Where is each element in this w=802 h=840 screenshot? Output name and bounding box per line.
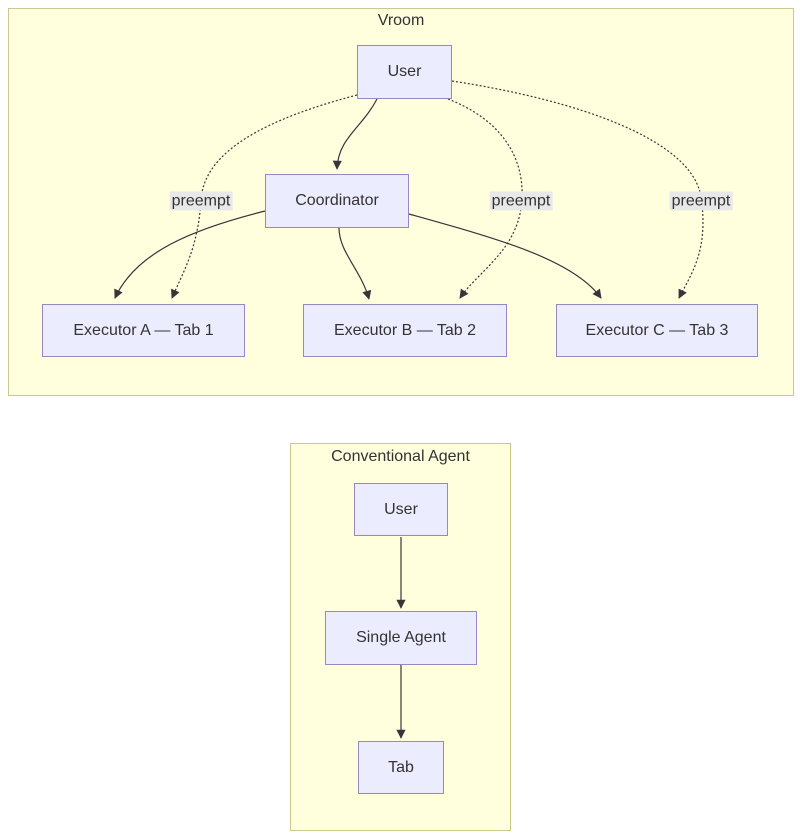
edge-label-preempt-a: preempt <box>169 191 233 211</box>
edge-user-preempt-executor-c <box>451 80 704 299</box>
node-user-bottom: User <box>354 483 448 536</box>
cluster-vroom-title: Vroom <box>377 12 425 29</box>
node-tab: Tab <box>358 741 444 794</box>
edge-label-preempt-b: preempt <box>489 191 553 211</box>
node-coordinator: Coordinator <box>265 174 409 228</box>
edge-label-preempt-c: preempt <box>669 191 733 211</box>
node-executor-c-tab-3: Executor C — Tab 3 <box>556 304 758 357</box>
node-user-top: User <box>357 45 452 99</box>
cluster-conventional-agent-title: Conventional Agent <box>331 448 470 465</box>
node-executor-a-tab-1: Executor A — Tab 1 <box>42 304 245 357</box>
node-single-agent: Single Agent <box>325 611 477 665</box>
edge-user-preempt-executor-a <box>171 94 358 299</box>
edge-coordinator-to-executor-a <box>114 210 266 299</box>
node-executor-b-tab-2: Executor B — Tab 2 <box>303 304 507 357</box>
edge-coordinator-to-executor-c <box>408 213 602 299</box>
edge-coordinator-to-executor-b <box>338 227 372 300</box>
edge-user-to-coordinator <box>332 98 378 170</box>
